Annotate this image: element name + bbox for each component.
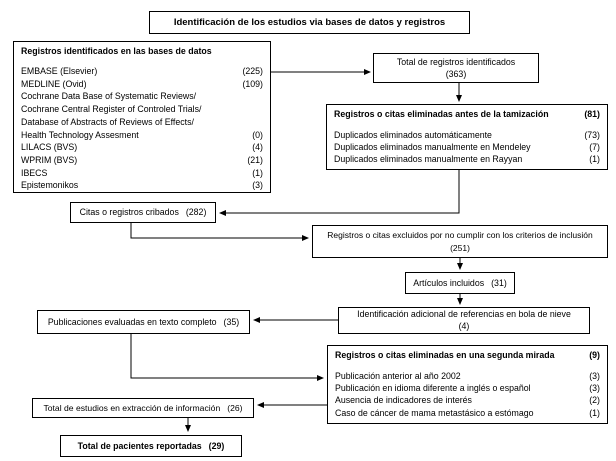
list-item-count: (0) xyxy=(252,129,263,140)
excluded-label: Registros o citas excluidos por no cumpl… xyxy=(327,229,593,240)
list-item-count: (1) xyxy=(589,154,600,165)
removed-before-screening-header: Registros o citas eliminadas antes de la… xyxy=(334,109,549,119)
second-look-box: Registros o citas eliminadas en una segu… xyxy=(327,345,608,424)
list-item: MEDLINE (Ovid) (109) xyxy=(21,78,263,91)
list-item: Duplicados eliminados manualmente en Ray… xyxy=(334,153,600,165)
included-articles-label: Artículos incluidos xyxy=(413,277,485,288)
list-item: Cochrane Central Register of Controled T… xyxy=(21,103,263,116)
list-item-count: (3) xyxy=(589,383,600,394)
list-item-label: Health Technology Assesment xyxy=(21,129,139,140)
extraction-label: Total de estudios en extracción de infor… xyxy=(43,402,221,413)
list-item: Publicación en idioma diferente a inglés… xyxy=(335,382,600,394)
list-item: LILACS (BVS) (4) xyxy=(21,141,263,154)
second-look-list: Publicación anterior al año 2002(3)Publi… xyxy=(335,370,600,419)
list-item: Duplicados eliminados manualmente en Men… xyxy=(334,141,600,153)
list-item-label: Duplicados eliminados automáticamente xyxy=(334,130,492,140)
list-item: Publicación anterior al año 2002 (3) xyxy=(335,370,600,382)
removed-before-screening-count: (81) xyxy=(584,109,600,119)
patients-count: (29) xyxy=(208,440,225,451)
databases-list: EMBASE (Elsevier) (225) MEDLINE (Ovid) (109… xyxy=(21,65,263,192)
screened-label: Citas o registros cribados xyxy=(79,207,179,217)
list-item-label: LILACS (BVS) xyxy=(21,142,78,153)
patients-box: Total de pacientes reportadas (29) xyxy=(60,435,242,457)
list-item-count: (21) xyxy=(247,154,263,165)
list-item: Ausencia de indicadores de interés (2) xyxy=(335,394,600,406)
connector-fulltext-to-secondlook xyxy=(130,334,324,381)
list-item-label: IBECS xyxy=(21,167,48,178)
snowball-box: Identificación adicional de referencias … xyxy=(338,307,590,334)
list-item-count: (73) xyxy=(584,130,600,140)
screened-count: (282) xyxy=(185,207,207,217)
patients-label: Total de pacientes reportadas xyxy=(77,440,202,451)
databases-box: Registros identificados en las bases de … xyxy=(13,41,271,193)
fulltext-label: Publicaciones evaluadas en texto complet… xyxy=(47,316,217,327)
diagram-title-text: Identificación de los estudios via bases… xyxy=(173,17,446,28)
included-articles-box: Artículos incluidos (31) xyxy=(405,272,515,294)
list-item-label: Publicación anterior al año 2002 xyxy=(335,371,461,381)
list-item-label: EMBASE (Elsevier) xyxy=(21,66,98,76)
list-item-label: Epistemonikos xyxy=(21,180,79,191)
extraction-count: (26) xyxy=(227,402,243,413)
list-item-label: Duplicados eliminados manualmente en Men… xyxy=(334,142,531,153)
extraction-box: Total de estudios en extracción de infor… xyxy=(32,398,254,418)
databases-box-header: Registros identificados en las bases de … xyxy=(21,46,212,56)
list-item: IBECS (1) xyxy=(21,167,263,180)
list-item: Caso de cáncer de mama metastásico a est… xyxy=(335,407,600,419)
list-item-count: (3) xyxy=(252,180,263,191)
excluded-box: Registros o citas excluidos por no cumpl… xyxy=(312,225,608,258)
list-item: Health Technology Assesment (0) xyxy=(21,129,263,142)
list-item-label: Publicación en idioma diferente a inglés… xyxy=(335,383,531,394)
list-item-count: (225) xyxy=(242,66,263,76)
snowball-label: Identificación adicional de referencias … xyxy=(357,309,571,319)
list-item: Cochrane Data Base of Systematic Reviews… xyxy=(21,90,263,103)
list-item-count: (1) xyxy=(252,167,263,178)
list-item-label: WPRIM (BVS) xyxy=(21,154,78,165)
list-item-count: (4) xyxy=(252,142,263,153)
list-item: EMBASE (Elsevier) (225) xyxy=(21,65,263,78)
list-item-label: Ausencia de indicadores de interés xyxy=(335,395,472,406)
connector-dedup-to-screened xyxy=(219,170,460,216)
list-item: WPRIM (BVS) (21) xyxy=(21,154,263,167)
included-articles-count: (31) xyxy=(491,277,507,288)
list-item: Duplicados eliminados automáticamente (73… xyxy=(334,129,600,141)
removed-before-screening-list: Duplicados eliminados automáticamente (73… xyxy=(334,129,600,166)
list-item-count: (1) xyxy=(589,407,600,418)
removed-before-screening-box: Registros o citas eliminadas antes de la… xyxy=(326,104,608,170)
list-item-label: Duplicados eliminados manualmente en Ray… xyxy=(334,154,523,165)
list-item-label: Database of Abstracts of Reviews of Effe… xyxy=(21,116,194,127)
second-look-header: Registros o citas eliminadas en una segu… xyxy=(335,350,555,360)
list-item-label: Caso de cáncer de mama metastásico a est… xyxy=(335,407,534,418)
fulltext-box: Publicaciones evaluadas en texto complet… xyxy=(37,310,250,334)
list-item-count: (109) xyxy=(242,78,263,89)
fulltext-count: (35) xyxy=(223,316,240,327)
list-item-count: (2) xyxy=(589,395,600,406)
excluded-count: (251) xyxy=(450,242,470,253)
total-identified-count: (363) xyxy=(445,69,467,79)
screened-box: Citas o registros cribados (282) xyxy=(70,202,216,223)
list-item-label: Cochrane Central Register of Controled T… xyxy=(21,104,202,115)
total-identified-label: Total de registros identificados xyxy=(396,56,516,67)
total-identified-box: Total de registros identificados (363) xyxy=(373,53,539,83)
list-item-count: (3) xyxy=(589,371,600,381)
list-item: Epistemonikos (3) xyxy=(21,179,263,192)
diagram-title: Identificación de los estudios via bases… xyxy=(149,11,470,34)
list-item-label: Cochrane Data Base of Systematic Reviews… xyxy=(21,91,197,102)
connector-screened-to-excluded xyxy=(130,223,309,241)
list-item: Database of Abstracts of Reviews of Effe… xyxy=(21,116,263,129)
second-look-count: (9) xyxy=(589,350,600,360)
snowball-count: (4) xyxy=(458,320,470,331)
list-item-count: (7) xyxy=(589,142,600,153)
list-item-label: MEDLINE (Ovid) xyxy=(21,78,87,89)
